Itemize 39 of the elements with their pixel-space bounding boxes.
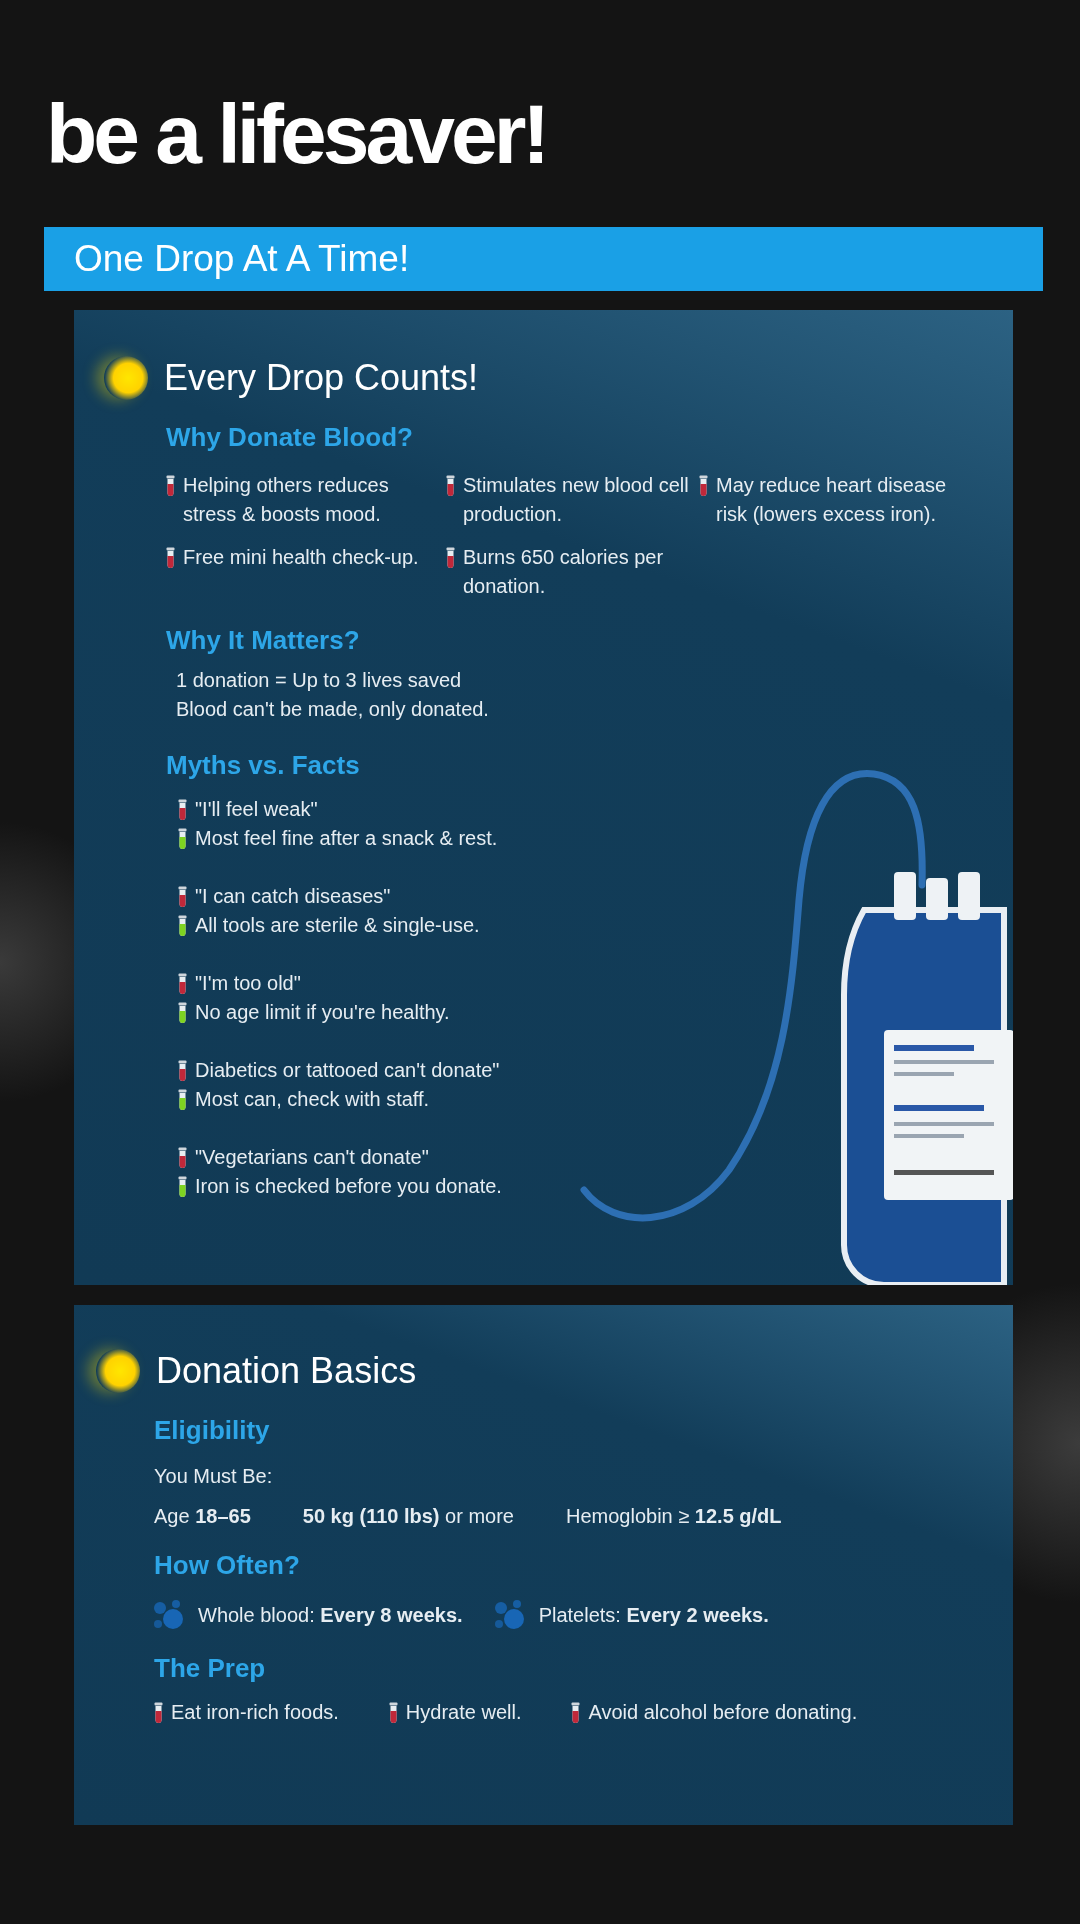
page-title: be a lifesaver! (46, 92, 547, 176)
benefit-text: Stimulates new blood cell production. (463, 473, 690, 527)
benefit-text: Free mini health check-up. (183, 545, 419, 570)
prep-text: Eat iron-rich foods. (171, 1700, 339, 1725)
fact-text: Most can, check with staff. (195, 1087, 430, 1112)
subheading: The Prep (154, 1653, 267, 1684)
subheading: Eligibility (154, 1415, 271, 1446)
myth-text: "I'm too old" (195, 971, 301, 996)
subtitle-banner (44, 227, 1043, 291)
prep-text: Hydrate well. (405, 1700, 522, 1725)
benefit-text: May reduce heart disease risk (lowers excess iron). (716, 473, 948, 527)
frequency-text: Platelets: Every 2 weeks. (538, 1603, 769, 1627)
info-panel (74, 1305, 1013, 1825)
benefit-text: Helping others reduces stress & boosts mood. (183, 473, 390, 527)
intro-text: You Must Be: (154, 1464, 274, 1489)
myth-text: "Vegetarians can't donate" (195, 1145, 429, 1170)
fact-text: Most feel fine after a snack & rest. (195, 826, 498, 851)
subheading: Why Donate Blood? (166, 422, 414, 453)
myth-text: "I can catch diseases" (195, 884, 391, 909)
subheading: Myths vs. Facts (166, 750, 361, 781)
prep-text: Avoid alcohol before donating. (588, 1700, 858, 1725)
myth-text: "I'll feel weak" (195, 797, 318, 822)
benefit-text: Burns 650 calories per donation. (463, 545, 665, 599)
myth-text: Diabetics or tattooed can't donate" (195, 1058, 500, 1083)
requirement-text: Hemoglobin ≥ 12.5 g/dL (566, 1505, 782, 1528)
fact-text: Blood can't be made, only donated. (176, 697, 490, 722)
requirement-text: 50 kg (110 lbs) or more (302, 1505, 514, 1528)
subheading: How Often? (154, 1550, 301, 1581)
fact-text: No age limit if you're healthy. (195, 1000, 450, 1025)
info-panel (74, 310, 1013, 1285)
banner-text: One Drop At A Time! (73, 238, 410, 280)
subheading: Why It Matters? (166, 625, 361, 656)
section-heading: Donation Basics (156, 1350, 417, 1392)
fact-text: All tools are sterile & single-use. (195, 913, 480, 938)
fact-text: Iron is checked before you donate. (195, 1174, 502, 1199)
requirement-text: Age 18–65 (154, 1505, 251, 1528)
fact-text: 1 donation = Up to 3 lives saved (176, 668, 463, 693)
frequency-text: Whole blood: Every 8 weeks. (198, 1603, 463, 1627)
section-heading: Every Drop Counts! (164, 357, 479, 399)
